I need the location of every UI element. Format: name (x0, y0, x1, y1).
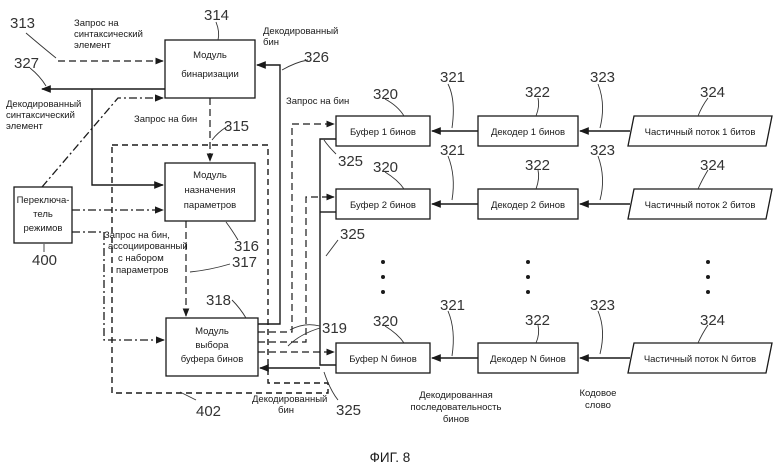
label-request-bin-assoc-3: с набором (118, 253, 164, 264)
label-request-bin-assoc-2: ассоциированный (108, 241, 188, 252)
param-assigner-label-2: назначения (184, 185, 235, 196)
ref-314: 314 (204, 7, 229, 24)
ref-322-rown: 322 (525, 312, 550, 329)
bin-decoder-2-label: Декодер 2 бинов (491, 200, 565, 211)
bin-buffer-1-label: Буфер 1 бинов (350, 127, 416, 138)
ref-324-rown: 324 (700, 312, 725, 329)
label-request-bin-a: Запрос на бин (134, 114, 197, 125)
binarizer-label-1: Модуль (193, 50, 227, 61)
request-to-buffer-1 (258, 124, 334, 332)
ref-323-rown: 323 (590, 297, 615, 314)
label-decoded-bin-bottom-2: бин (278, 405, 294, 416)
ref-323-row1: 323 (590, 69, 615, 86)
buffer-selector-label-3: буфера бинов (181, 354, 244, 365)
label-codeword-2: слово (585, 400, 611, 411)
label-decoded-bin-top-2: бин (263, 37, 279, 48)
mode-switch-label-1: Переключа- (17, 195, 70, 206)
label-request-syntax-2: синтаксический (74, 29, 143, 40)
ref-402: 402 (196, 403, 221, 420)
buffer-selector-label-2: выбора (195, 340, 229, 351)
ref-322-row1: 322 (525, 84, 550, 101)
label-decoded-seq-2: последовательность (411, 402, 502, 413)
param-assigner-label-3: параметров (184, 200, 236, 211)
ref-320-row2: 320 (373, 159, 398, 176)
row-ellipsis (381, 260, 710, 294)
ref-321-row2: 321 (440, 142, 465, 159)
partial-bitstream-2-label: Частичный поток 2 битов (645, 200, 756, 211)
label-request-bin-b: Запрос на бин (286, 96, 349, 107)
ref-320-row1: 320 (373, 86, 398, 103)
ref-319: 319 (322, 320, 347, 337)
ref-318: 318 (206, 292, 231, 309)
ref-325-mid: 325 (340, 226, 365, 243)
label-decoded-syntax-2: синтаксический (6, 110, 75, 121)
label-request-syntax-1: Запрос на (74, 18, 119, 29)
arrow-syntax-to-assigner (92, 89, 163, 185)
partial-bitstream-1-label: Частичный поток 1 битов (645, 127, 756, 138)
ref-324-row1: 324 (700, 84, 725, 101)
mode-switch-label-3: режимов (24, 223, 63, 234)
partial-bitstream-n-label: Частичный поток N битов (644, 354, 756, 365)
label-decoded-bin-top-1: Декодированный (263, 26, 338, 37)
ref-326: 326 (304, 49, 329, 66)
label-decoded-syntax-1: Декодированный (6, 99, 81, 110)
ref-316: 316 (234, 238, 259, 255)
label-decoded-seq-3: бинов (443, 414, 469, 425)
ref-324-row2: 324 (700, 157, 725, 174)
mode-switch-label-2: тель (33, 209, 53, 220)
bin-decoder-1-label: Декодер 1 бинов (491, 127, 565, 138)
label-request-bin-assoc-1: Запрос на бин, (104, 230, 170, 241)
ref-317: 317 (232, 254, 257, 271)
label-codeword-1: Кодовое (580, 388, 617, 399)
ref-315: 315 (224, 118, 249, 135)
bin-decoder-n-label: Декодер N бинов (490, 354, 566, 365)
bin-buffer-n-label: Буфер N бинов (349, 354, 417, 365)
param-assigner-label-1: Модуль (193, 170, 227, 181)
ref-322-row2: 322 (525, 157, 550, 174)
binarizer-label-2: бинаризации (181, 69, 239, 80)
figure-caption: ФИГ. 8 (370, 450, 411, 465)
label-decoded-bin-bottom-1: Декодированный (252, 394, 327, 405)
ref-321-row1: 321 (440, 69, 465, 86)
ref-313: 313 (10, 15, 35, 32)
bin-buffer-2-label: Буфер 2 бинов (350, 200, 416, 211)
ref-327: 327 (14, 55, 39, 72)
ref-323-row2: 323 (590, 142, 615, 159)
label-decoded-syntax-3: элемент (6, 121, 44, 132)
ref-321-rown: 321 (440, 297, 465, 314)
buffer-selector-label-1: Модуль (195, 326, 229, 337)
ref-325-bottom: 325 (336, 402, 361, 419)
label-request-bin-assoc-4: параметров (116, 265, 168, 276)
label-request-syntax-3: элемент (74, 40, 112, 51)
ref-400: 400 (32, 252, 57, 269)
ref-325-row1: 325 (338, 153, 363, 170)
ref-320-rown: 320 (373, 313, 398, 330)
label-decoded-seq-1: Декодированная (419, 390, 493, 401)
